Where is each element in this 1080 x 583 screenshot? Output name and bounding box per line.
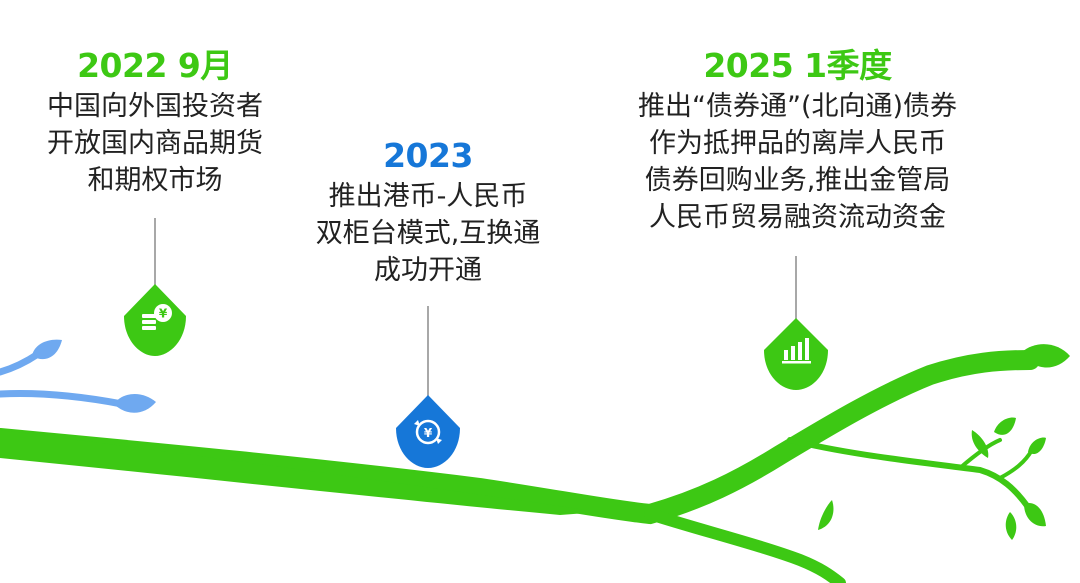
leaf-right-lower	[1024, 502, 1046, 527]
milestone-description: 推出港币-人民币 双柜台模式,互换通 成功开通	[288, 178, 568, 289]
milestone-description: 中国向外国投资者 开放国内商品期货 和期权市场	[20, 88, 290, 199]
marker-2023: ¥	[396, 395, 460, 468]
description-line: 债券回购业务,推出金管局	[644, 165, 951, 196]
blue-leaf-lower	[114, 393, 156, 413]
blue-branches	[0, 339, 156, 413]
description-line: 作为抵押品的离岸人民币	[649, 128, 946, 159]
leaf-marker-green-2	[764, 318, 828, 390]
leaf-twig-3	[1028, 437, 1046, 455]
currency-exchange-yen-icon: ¥	[414, 419, 442, 445]
blue-branch-upper	[0, 350, 42, 376]
svg-text:¥: ¥	[159, 307, 168, 321]
milestone-date: 2023	[383, 136, 473, 175]
milestone-2022: 2022 9月 中国向外国投资者 开放国内商品期货 和期权市场	[20, 46, 290, 199]
description-line: 成功开通	[374, 255, 482, 286]
leaf-near-lower-branch	[818, 500, 834, 530]
marker-2025	[764, 318, 828, 390]
leaf-marker-blue	[396, 395, 460, 468]
svg-text:¥: ¥	[424, 426, 433, 440]
leaf-tip-right	[1022, 344, 1070, 368]
description-line: 推出港币-人民币	[328, 181, 528, 212]
leaf-twig-2	[994, 417, 1016, 435]
milestone-date: 2022 9月	[77, 46, 233, 85]
blue-branch-lower	[0, 389, 126, 408]
description-line: 和期权市场	[87, 165, 223, 196]
stem-taper	[0, 430, 600, 515]
description-line: 人民币贸易融资流动资金	[649, 202, 946, 233]
milestone-description: 推出“债券通”(北向通)债券 作为抵押品的离岸人民币 债券回购业务,推出金管局 …	[600, 88, 995, 236]
milestone-2025: 2025 1季度 推出“债券通”(北向通)债券 作为抵押品的离岸人民币 债券回购…	[600, 46, 995, 236]
lower-branch	[644, 508, 846, 583]
leaf-bottom-right-small	[971, 430, 989, 458]
milestone-2023: 2023 推出港币-人民币 双柜台模式,互换通 成功开通	[288, 136, 568, 289]
right-twig-3	[998, 448, 1034, 480]
right-twig-1	[787, 437, 1033, 513]
coins-yen-icon: ¥	[142, 304, 172, 330]
milestone-date: 2025 1季度	[703, 46, 892, 85]
marker-2022: ¥	[124, 284, 186, 356]
bar-chart-icon	[782, 338, 811, 364]
description-line: 推出“债券通”(北向通)债券	[637, 91, 958, 122]
description-line: 中国向外国投资者	[47, 91, 263, 122]
description-line: 开放国内商品期货	[47, 128, 263, 159]
description-line: 双柜台模式,互换通	[315, 218, 541, 249]
blue-leaf-upper	[32, 339, 62, 360]
main-stem	[0, 350, 1040, 525]
green-vine	[0, 344, 1070, 583]
leaf-right-bottom	[1005, 512, 1017, 540]
